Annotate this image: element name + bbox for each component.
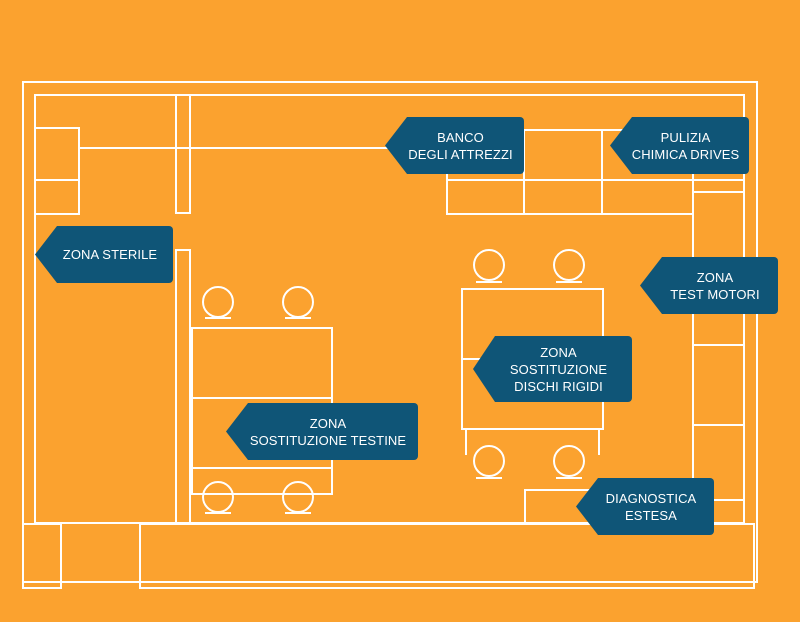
corner-block — [22, 523, 62, 589]
label-pulizia-chimica: PULIZIA CHIMICA DRIVES — [610, 117, 749, 174]
label-diagnostica-estesa: DIAGNOSTICA ESTESA — [576, 478, 714, 535]
label-zona-sterile: ZONA STERILE — [35, 226, 173, 283]
chairs — [202, 249, 585, 514]
label-zona-sostituzione-testine: ZONA SOSTITUZIONE TESTINE — [226, 403, 418, 460]
label-zona-sostituzione-dischi: ZONA SOSTITUZIONE DISCHI RIGIDI — [473, 336, 632, 402]
partition-pillar — [175, 94, 191, 214]
label-zona-test-motori: ZONA TEST MOTORI — [640, 257, 778, 314]
bottom-counter — [139, 523, 755, 589]
outer-wall — [22, 81, 758, 583]
label-banco-attrezzi: BANCO DEGLI ATTREZZI — [385, 117, 524, 174]
sterile-partition — [175, 249, 191, 525]
right-cabinets — [692, 179, 745, 524]
top-left-cabinet — [34, 127, 80, 215]
